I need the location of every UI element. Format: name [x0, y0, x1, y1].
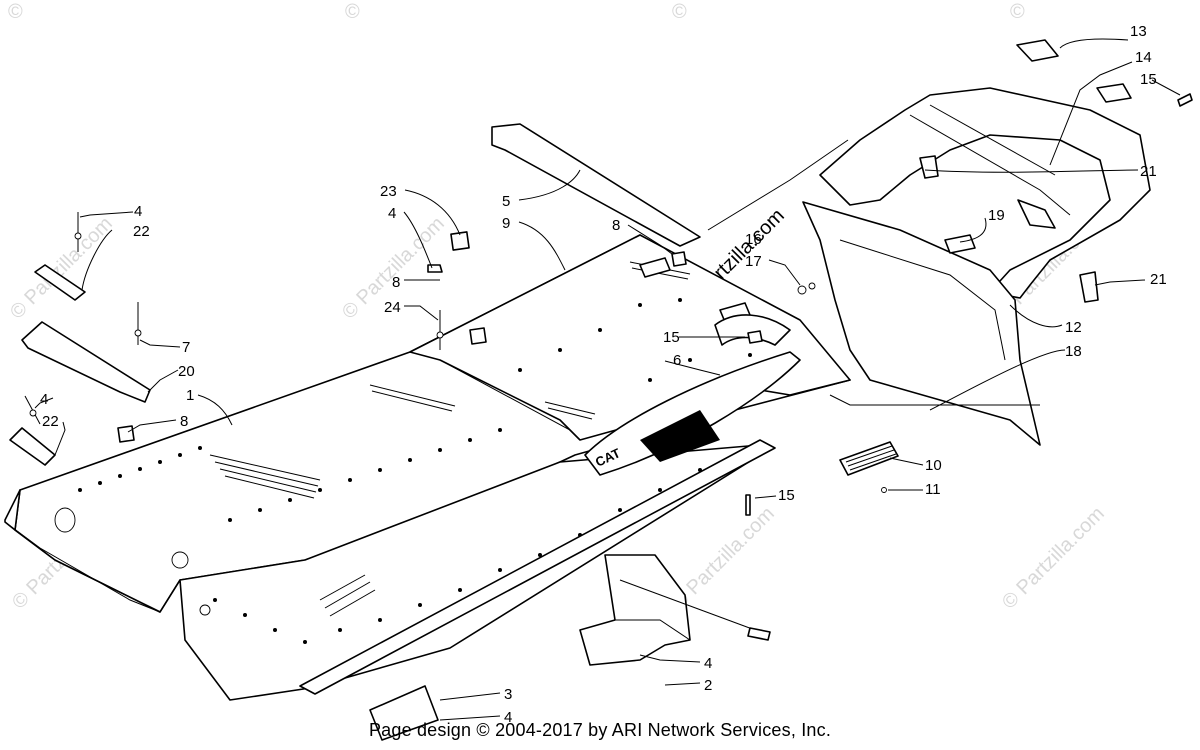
- axle-tube: [299, 439, 776, 695]
- callout-4: 4: [40, 391, 48, 408]
- bracket-part-22-top: [34, 264, 86, 301]
- nut-part-17: [797, 285, 807, 295]
- watermark-symbol: ©: [345, 1, 360, 23]
- callout-9: 9: [502, 215, 510, 232]
- decal-part-6: CAT: [584, 351, 801, 476]
- callout-4: 4: [134, 203, 142, 220]
- decal-part-14: [1096, 83, 1132, 103]
- callout-22: 22: [133, 223, 150, 240]
- bracket-part-20: [21, 321, 151, 403]
- callout-13: 13: [1130, 23, 1147, 40]
- callout-23: 23: [380, 183, 397, 200]
- callout-17: 17: [745, 253, 762, 270]
- clip-part-21-a: [919, 155, 939, 179]
- watermark-text: © Partzilla.com: [998, 503, 1109, 614]
- bolt-part-15-lower: [745, 494, 751, 516]
- callout-21: 21: [1150, 271, 1167, 288]
- callout-12: 12: [1065, 319, 1082, 336]
- flap-part-18: [802, 201, 1041, 446]
- clip-part-21-b: [1079, 271, 1099, 303]
- watermark-symbol: ©: [672, 1, 687, 23]
- watermark-text: © Partzilla.com: [6, 213, 117, 324]
- watermark-symbol: ©: [8, 1, 23, 23]
- screw-part-11: [881, 487, 887, 493]
- callout-4: 4: [388, 205, 396, 222]
- bracket-part-2: [579, 554, 691, 666]
- callout-19: 19: [988, 207, 1005, 224]
- washer-part-16: [808, 282, 816, 290]
- callout-3: 3: [504, 686, 512, 703]
- callout-18: 18: [1065, 343, 1082, 360]
- rivets: [24, 212, 763, 443]
- callout-16: 16: [745, 231, 762, 248]
- callout-15: 15: [663, 329, 680, 346]
- callout-14: 14: [1135, 49, 1152, 66]
- bolt-part-15-top: [1177, 93, 1193, 107]
- callout-7: 7: [182, 339, 190, 356]
- callout-10: 10: [925, 457, 942, 474]
- callout-2: 2: [704, 677, 712, 694]
- bracket-part-22-lower: [9, 427, 56, 466]
- callout-8: 8: [180, 413, 188, 430]
- callout-4: 4: [504, 709, 512, 726]
- callout-1: 1: [186, 387, 194, 404]
- callout-24: 24: [384, 299, 401, 316]
- callout-5: 5: [502, 193, 510, 210]
- clip-part-19: [944, 234, 976, 254]
- copyright-footer: Page design © 2004-2017 by ARI Network S…: [368, 720, 832, 740]
- callout-8: 8: [392, 274, 400, 291]
- leader-lines: [34, 38, 1181, 721]
- callout-8: 8: [612, 217, 620, 234]
- watermark-symbol: ©: [1010, 1, 1025, 23]
- callout-11: 11: [925, 481, 941, 498]
- callout-15: 15: [778, 487, 795, 504]
- callout-labels: 4 22 7 20 4 22 1 8 23 4 8 24 5 9 8 16 17…: [40, 23, 1167, 726]
- callout-6: 6: [673, 352, 681, 369]
- callout-4: 4: [704, 655, 712, 672]
- callout-20: 20: [178, 363, 195, 380]
- callout-22: 22: [42, 413, 59, 430]
- plate-part-3: [369, 685, 439, 741]
- callout-15: 15: [1140, 71, 1157, 88]
- callout-21: 21: [1140, 163, 1157, 180]
- decal-part-13: [1016, 39, 1059, 62]
- strip-part-5: [491, 123, 701, 247]
